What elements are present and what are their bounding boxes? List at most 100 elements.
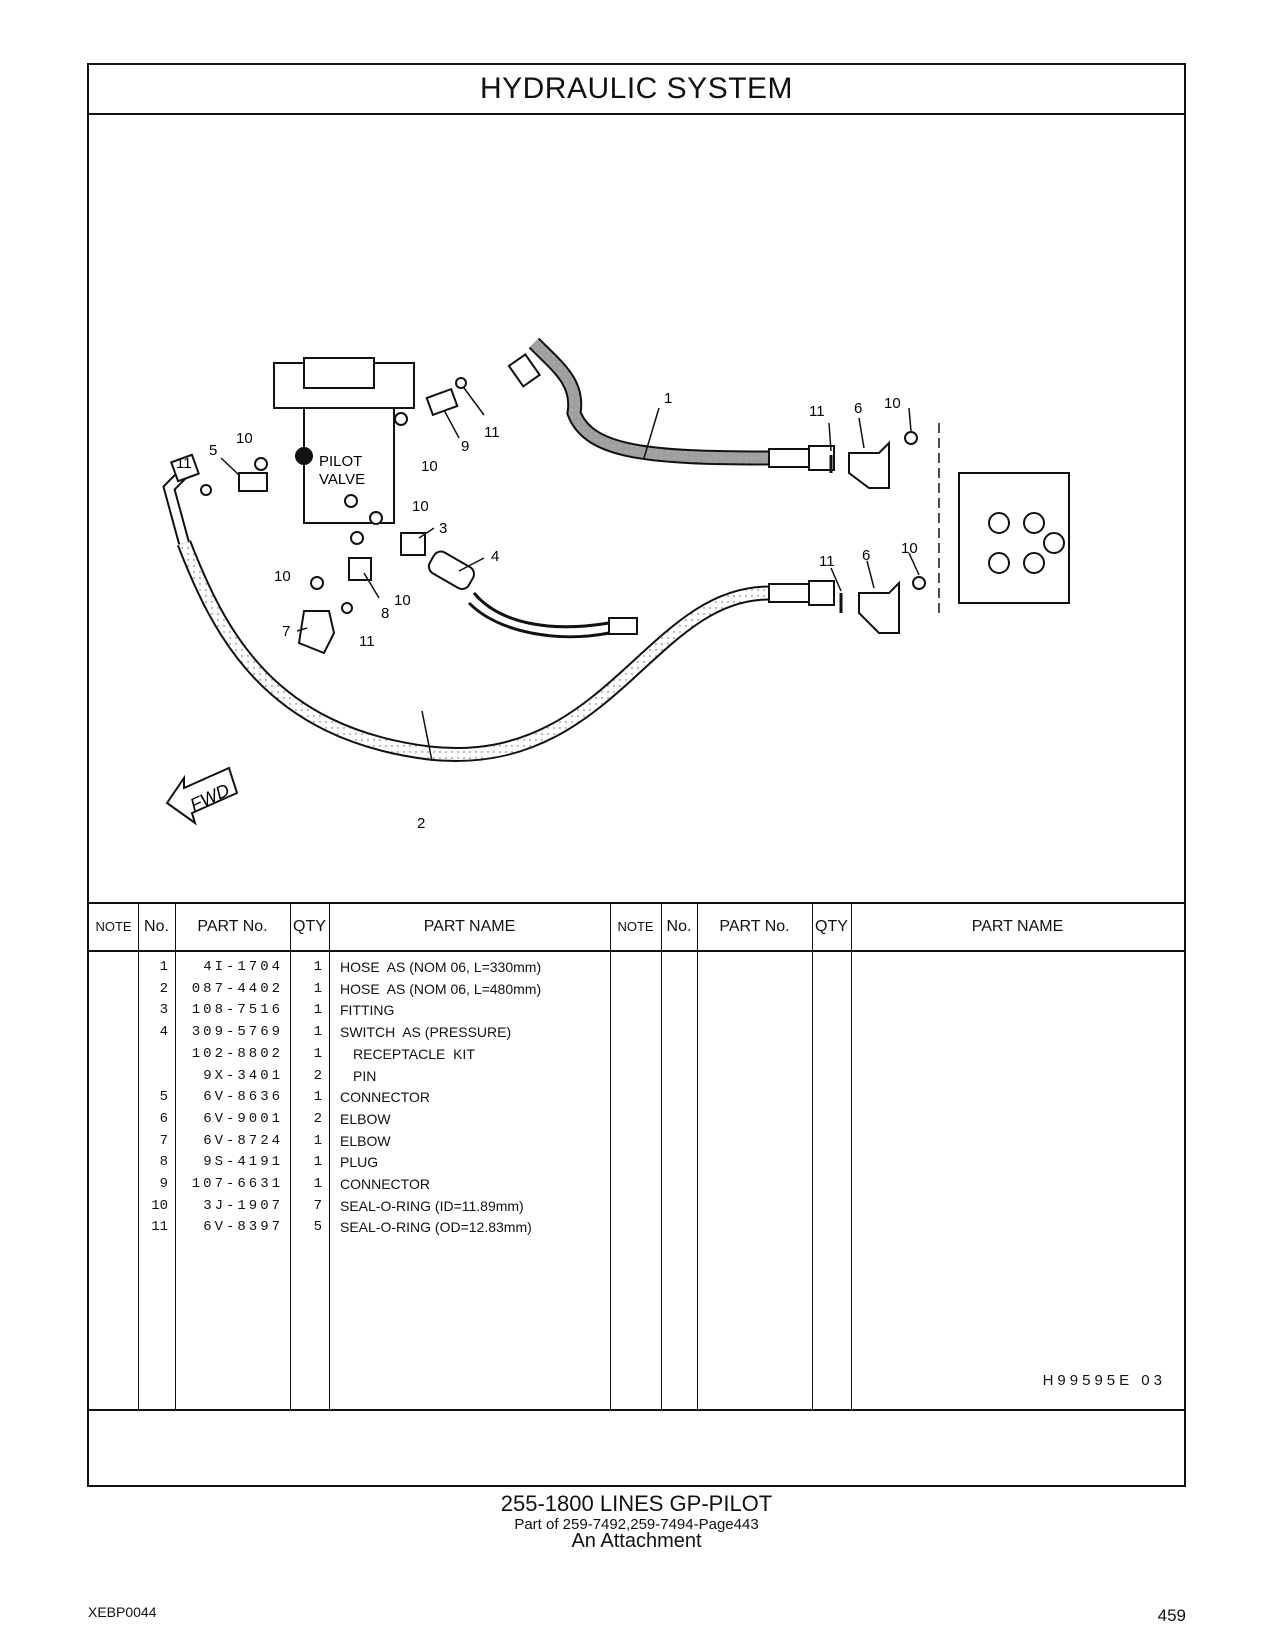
row-part-name: CONNECTOR [340,1089,430,1106]
row-part-no: 6V-9001 [203,1110,283,1127]
callout-6: 6 [862,547,870,564]
callout-2: 2 [417,815,425,832]
callout-10: 10 [901,540,918,557]
drawing-code: H99595E 03 [1042,1372,1166,1389]
fitting-3 [400,532,426,556]
callout-9: 9 [461,438,469,455]
callout-5: 5 [209,442,217,459]
row-part-name: ELBOW [340,1110,391,1127]
callout-1: 1 [664,390,672,407]
row-qty: 1 [313,959,322,975]
row-part-name: SEAL-O-RING (ID=11.89mm) [340,1197,524,1214]
connector-5 [238,472,268,492]
header-part-name: PART NAME [423,918,516,935]
callout-4: 4 [491,548,499,565]
col-divider [329,904,330,1409]
caption-part-of: Part of 259-7492,259-7494-Page443 [514,1516,759,1533]
row-part-name: HOSE AS (NOM 06, L=330mm) [340,959,542,975]
row-item-no: 3 [159,1002,168,1019]
callout-11: 11 [176,455,192,472]
row-qty: 2 [313,1067,322,1084]
header-no: No. [144,918,169,935]
pressure-switch-4 [427,550,638,639]
row-item-no: 9 [159,1176,168,1192]
o-ring-10 [254,457,268,471]
row-qty: 1 [313,1002,322,1019]
header-part-name: PART NAME [971,918,1064,935]
row-part-name: CONNECTOR [340,1176,430,1192]
row-qty: 1 [313,1154,322,1171]
row-qty: 5 [313,1219,322,1236]
row-part-name: PIN [353,1067,377,1084]
row-item-no: 6 [159,1110,168,1127]
o-ring-11 [200,484,212,496]
callout-11: 11 [359,633,375,650]
row-part-no: 9S-4191 [203,1154,283,1171]
row-part-no: 309-5769 [191,1024,283,1041]
header-note: NOTE [95,919,132,934]
row-item-no: 11 [151,1219,168,1236]
title-bar: HYDRAULIC SYSTEM [89,65,1184,115]
callout-10: 10 [421,458,438,475]
row-part-no: 102-8802 [191,1045,283,1062]
row-part-no: 9X-3401 [203,1067,283,1084]
parts-diagram: PILOT VALVE [89,113,1184,902]
col-divider [851,904,852,1409]
row-part-no: 107-6631 [191,1176,283,1192]
col-divider [610,904,611,1409]
row-qty: 1 [313,980,322,997]
diagram-svg: PILOT VALVE [162,337,1070,832]
page-number: 459 [1157,1606,1186,1625]
callout-10: 10 [274,568,291,585]
elbow-6-lower [858,576,926,634]
row-qty: 1 [313,1045,322,1062]
o-ring-10 [350,531,364,545]
o-ring-10 [394,412,408,426]
callout-labels: 1 2 3 4 5 6 6 7 8 9 10 10 10 10 10 10 10… [176,390,918,832]
row-qty: 1 [313,1132,322,1149]
row-part-name: FITTING [340,1002,395,1019]
col-divider [661,904,662,1409]
elbow-6-upper [848,431,918,489]
pilot-valve: PILOT VALVE [273,357,415,524]
connector-9 [425,387,459,417]
row-qty: 2 [313,1110,322,1127]
header-no: No. [666,918,692,935]
callout-10: 10 [394,592,411,609]
plug-8 [348,557,372,581]
row-item-no: 1 [159,959,168,975]
o-ring-10 [369,511,383,525]
o-ring-11 [341,602,353,614]
pilot-valve-label-line2: VALVE [319,471,365,488]
header-qty: QTY [293,918,326,935]
caption-title: 255-1800 LINES GP-PILOT [500,1491,773,1516]
row-part-no: 108-7516 [191,1002,283,1019]
col-divider [290,904,291,1409]
header-part-no: PART No. [719,918,790,935]
row-part-no: 6V-8397 [203,1219,283,1236]
row-part-name: PLUG [340,1154,379,1171]
hose-1 [507,337,835,471]
row-item-no: 10 [151,1197,168,1214]
o-ring-10 [310,576,324,590]
row-part-no: 6V-8636 [203,1089,283,1106]
doc-id: XEBP0044 [88,1604,157,1620]
page-frame: HYDRAULIC SYSTEM [87,63,1186,1487]
row-part-no: 6V-8724 [203,1132,283,1149]
callout-10: 10 [884,395,901,412]
callout-11: 11 [484,424,500,441]
row-part-name: RECEPTACLE KIT [353,1045,475,1062]
row-qty: 1 [313,1176,322,1192]
row-part-name: HOSE AS (NOM 06, L=480mm) [340,980,542,997]
header-part-no: PART No. [197,918,268,935]
callout-11: 11 [809,403,825,420]
header-rule [89,950,1184,952]
col-divider [812,904,813,1409]
row-part-name: SEAL-O-RING (OD=12.83mm) [340,1219,532,1236]
callout-11: 11 [819,553,835,570]
row-qty: 1 [313,1089,322,1106]
row-qty: 7 [313,1197,322,1214]
row-part-name: ELBOW [340,1132,391,1149]
leader-lines [220,387,920,762]
row-item-no: 5 [159,1089,168,1106]
